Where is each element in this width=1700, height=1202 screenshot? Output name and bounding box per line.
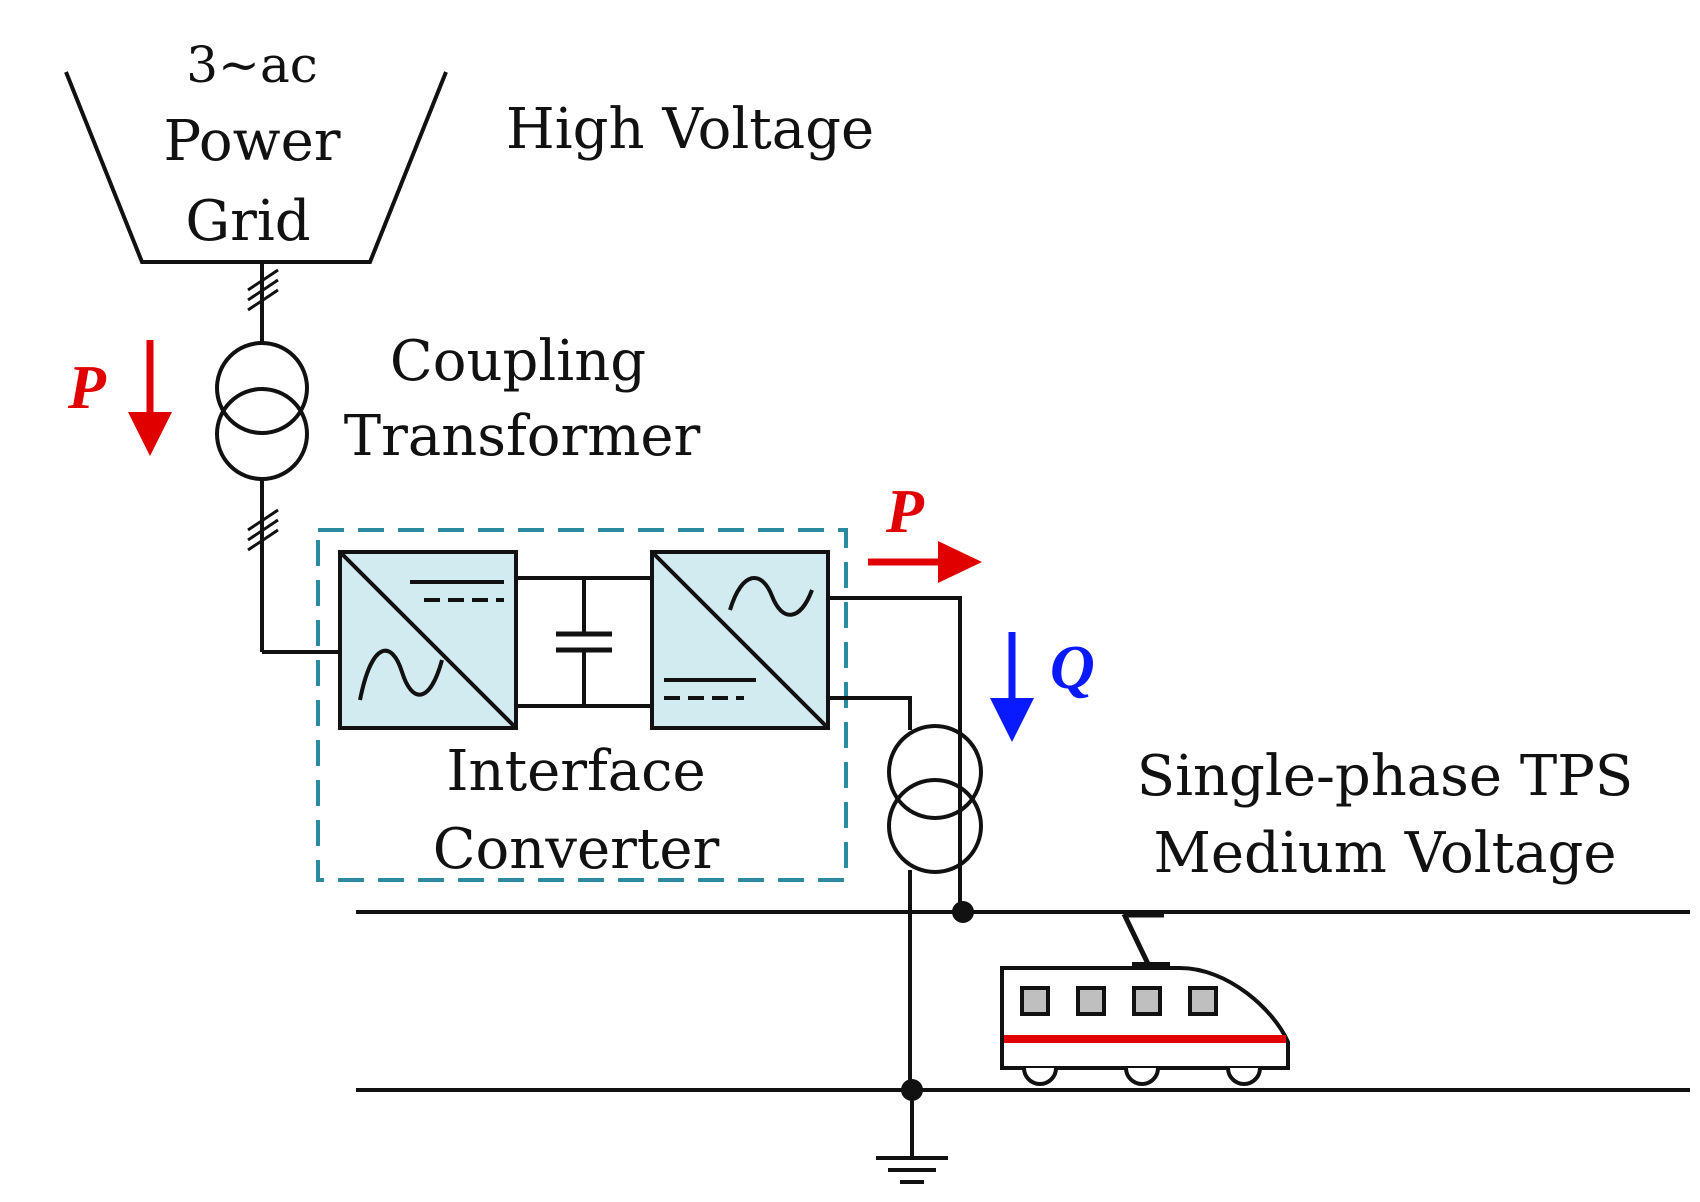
train-wheel-1: [1022, 1067, 1058, 1086]
interface-label-2: Converter: [433, 817, 720, 882]
grid-label-3: Grid: [185, 189, 310, 254]
train-icon: [1000, 910, 1290, 1086]
converter-output-wiring: [828, 596, 962, 1085]
train-stripe: [1004, 1035, 1286, 1043]
ground-icon: [876, 1090, 948, 1184]
p-arrow-down-head: [128, 412, 172, 456]
train-window-4: [1188, 986, 1218, 1016]
train-window-1: [1020, 986, 1050, 1016]
ac-dc-converter-block: [338, 550, 518, 730]
output-transformer-symbol: [887, 724, 983, 874]
p-arrow-right-head: [938, 541, 982, 583]
dc-link-capacitor-icon: [556, 631, 612, 653]
q-arrow-head: [990, 698, 1034, 742]
dc-ac-converter-block: [650, 550, 830, 730]
tps-label-2: Medium Voltage: [1153, 821, 1616, 886]
pantograph-arm-lower: [1121, 912, 1153, 970]
grid-label-1: 3~ac: [186, 36, 318, 94]
coupling-label-2: Transformer: [344, 404, 701, 469]
p-symbol-grid: P: [67, 354, 107, 422]
three-phase-marker-lower: [247, 508, 279, 552]
train-wheel-3: [1226, 1067, 1262, 1086]
interface-converter-boundary: [316, 528, 848, 882]
catenary-junction-dot: [952, 901, 974, 923]
three-phase-marker-upper: [247, 268, 279, 312]
tps-label-1: Single-phase TPS: [1137, 744, 1634, 809]
coupling-label-1: Coupling: [390, 329, 646, 394]
train-wheel-2: [1124, 1067, 1160, 1086]
grid-label-2: Power: [164, 109, 341, 174]
power-grid-symbol: [64, 71, 448, 264]
high-voltage-label: High Voltage: [506, 97, 874, 162]
train-window-3: [1132, 986, 1162, 1016]
coupling-transformer-symbol: [215, 341, 309, 481]
interface-label-1: Interface: [446, 739, 705, 804]
dc-link: [516, 576, 652, 708]
p-symbol-output: P: [885, 478, 925, 546]
train-window-2: [1076, 986, 1106, 1016]
q-symbol: Q: [1050, 634, 1095, 702]
